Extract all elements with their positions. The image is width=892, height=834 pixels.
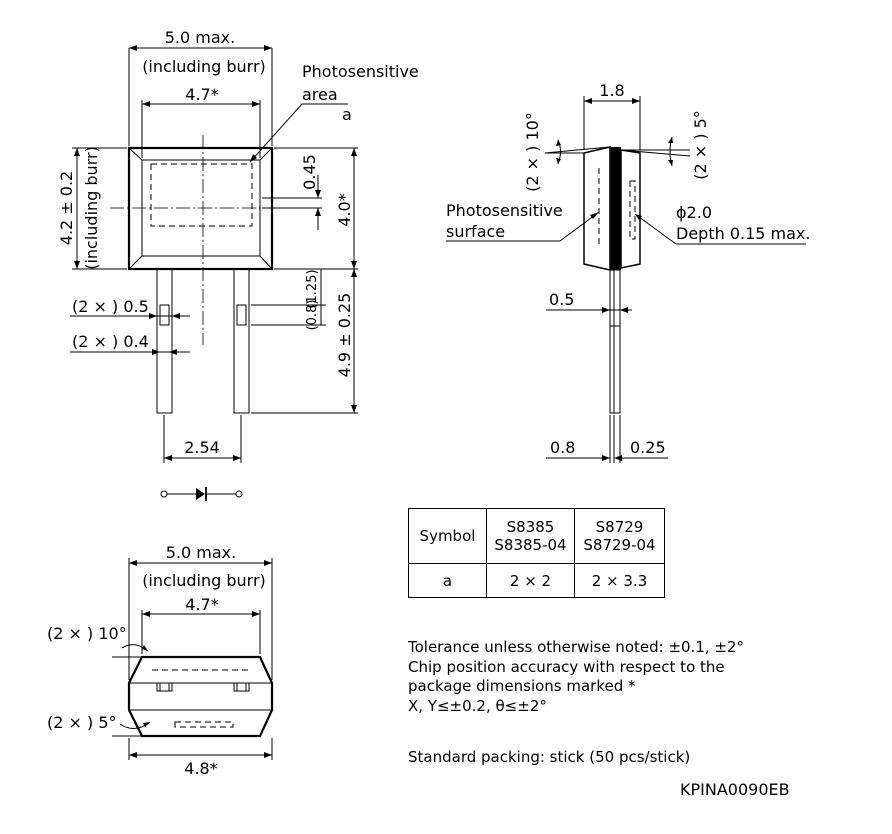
bottom-angle5: (2 × ) 5°: [47, 713, 117, 732]
front-height-total: 4.2 ± 0.2: [57, 171, 76, 245]
front-lead-length: 4.9 ± 0.25: [335, 293, 354, 378]
side-depth: Depth 0.15 max.: [676, 224, 810, 243]
note-xy-theta: X, Y≤±0.2, θ≤±2°: [408, 696, 547, 715]
front-dim-045: 0.45: [300, 154, 319, 190]
note-tolerance: Tolerance unless otherwise noted: ±0.1, …: [408, 638, 745, 656]
front-height-burr: (including burr): [82, 146, 101, 270]
front-width-inner: 4.7*: [185, 85, 218, 104]
front-dim-40: 4.0*: [335, 193, 354, 226]
front-view: 5.0 max. (including burr) 4.7* Photosens…: [57, 28, 419, 501]
notes: Tolerance unless otherwise noted: ±0.1, …: [408, 638, 744, 716]
side-package-outline: [583, 146, 611, 271]
side-angle5: (2 × ) 5°: [691, 110, 710, 180]
front-area-symbol: a: [342, 105, 352, 124]
bottom-angle10: (2 × ) 10°: [47, 624, 127, 643]
drawing-code: KPINA0090EB: [680, 780, 790, 799]
front-area-label: area: [302, 85, 338, 104]
bottom-width48: 4.8*: [184, 759, 217, 778]
front-dim-125: (1.25): [305, 269, 320, 308]
lead-left: [156, 268, 173, 414]
front-width-max: 5.0 max.: [165, 28, 235, 47]
front-including-burr: (including burr): [142, 57, 266, 76]
table-header-s8385: S8385 S8385-04: [486, 508, 575, 564]
front-lead-width-04: (2 × ) 0.4: [72, 332, 149, 351]
table-header-symbol: Symbol: [408, 508, 487, 564]
note-package-dimensions: package dimensions marked *: [408, 677, 636, 695]
side-diameter: ϕ2.0: [676, 203, 712, 222]
front-lead-width-05: (2 × ) 0.5: [72, 297, 149, 316]
table-header-s8729-2: S8729-04: [583, 536, 656, 554]
note-packing: Standard packing: stick (50 pcs/stick): [408, 748, 691, 766]
table-cell-s8385-size: 2 × 2: [486, 563, 575, 598]
side-lead025: 0.25: [630, 438, 666, 457]
lead-right: [233, 268, 250, 414]
bottom-view: 5.0 max. (including burr) 4.7* 4.8* (2 ×…: [47, 543, 274, 778]
table-header-s8729: S8729 S8729-04: [574, 508, 665, 564]
bottom-width-max: 5.0 max.: [166, 543, 236, 562]
table-cell-s8729-size: 2 × 3.3: [574, 563, 665, 598]
note-chip-position: Chip position accuracy with respect to t…: [408, 657, 725, 676]
side-thickness: 1.8: [599, 81, 624, 100]
side-lead08: 0.8: [550, 438, 575, 457]
side-view: 1.8 (2 × ) 10° (2 × ) 5° Photosensitive …: [446, 81, 810, 463]
side-photosensitive-label1: Photosensitive: [446, 201, 563, 220]
front-package-outline: [127, 146, 274, 271]
side-photosensitive-label2: surface: [446, 222, 505, 241]
table-header-s8385-1: S8385: [506, 518, 555, 536]
side-lead05: 0.5: [549, 290, 574, 309]
table-cell-a: a: [408, 563, 487, 598]
front-pitch: 2.54: [184, 438, 220, 457]
bottom-width47: 4.7*: [185, 595, 218, 614]
table-header-s8385-2: S8385-04: [494, 536, 567, 554]
front-photosensitive-label: Photosensitive: [302, 62, 419, 81]
photosensitive-area-outline: [150, 163, 253, 227]
diode-symbol: [160, 487, 243, 501]
symbol-table: Symbol S8385 S8385-04 S8729 S8729-04 a 2…: [408, 508, 665, 598]
bottom-including-burr: (including burr): [142, 571, 266, 590]
bottom-package-outline: [127, 655, 274, 738]
table-header-s8729-1: S8729: [595, 518, 644, 536]
side-angle10: (2 × ) 10°: [523, 112, 542, 192]
front-dim-08: (0.8): [305, 300, 320, 331]
